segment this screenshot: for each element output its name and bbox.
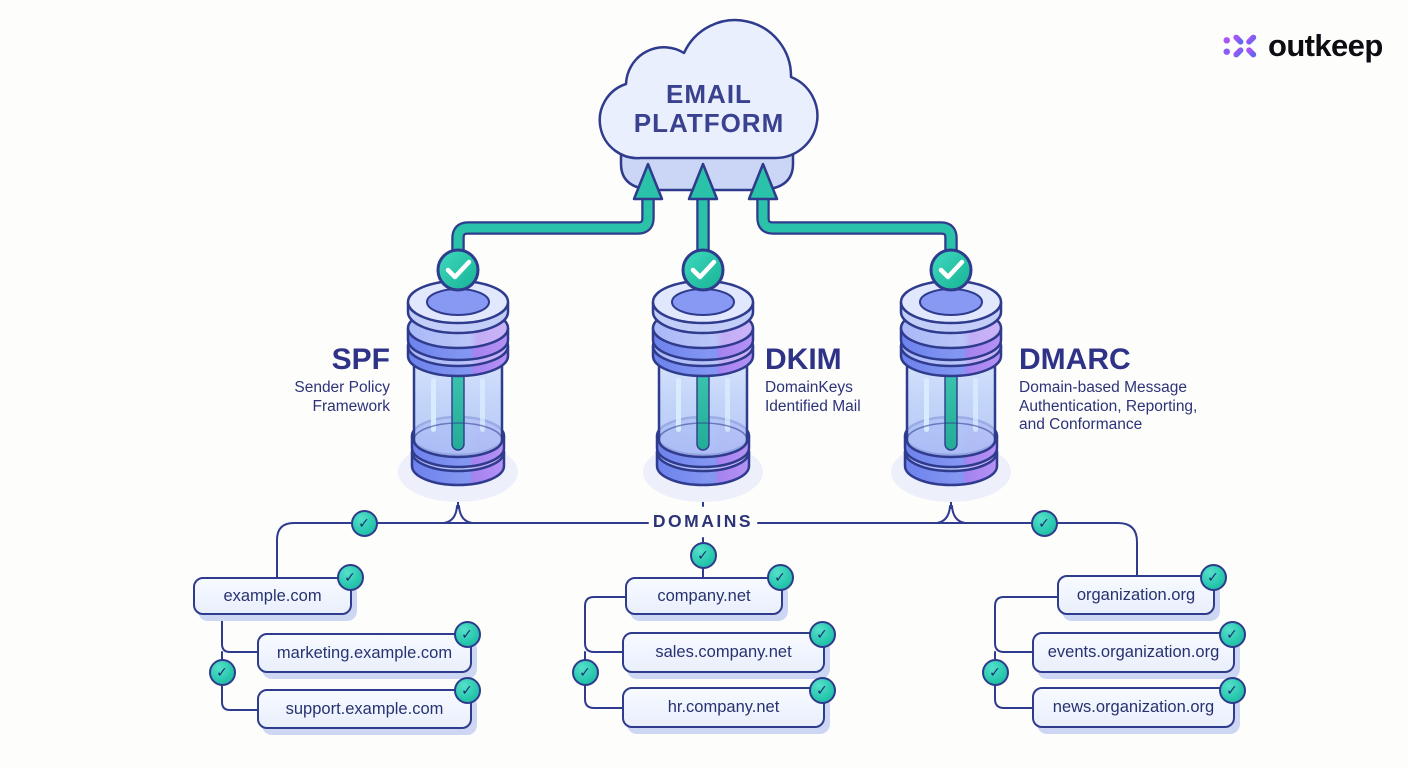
domain-box-events-organization: events.organization.org [1032, 632, 1235, 673]
check-icon: ✓ [1218, 676, 1246, 704]
domain-box-hr-company: hr.company.net [622, 687, 825, 728]
logo-wordmark: outkeep [1268, 28, 1383, 63]
check-icon: ✓ [1218, 620, 1246, 648]
domain-box-company: company.net [625, 577, 783, 615]
outkeep-logo: outkeep [1222, 26, 1383, 66]
check-icon: ✓ [453, 676, 481, 704]
check-icon: ✓ [336, 563, 364, 591]
check-icon: ✓ [808, 676, 836, 704]
email-platform-line2: PLATFORM [633, 108, 785, 138]
spf-database-cylinder [398, 250, 518, 502]
check-icon: ✓ [208, 658, 236, 686]
check-icon: ✓ [1199, 563, 1227, 591]
domain-box-example: example.com [193, 577, 352, 615]
domain-box-support-example: support.example.com [257, 689, 472, 729]
auth-arrows [451, 162, 958, 259]
check-icon: ✓ [571, 658, 599, 686]
spf-abbr: SPF [331, 343, 390, 376]
dmarc-full-name: Domain-based Message Authentication, Rep… [1019, 379, 1198, 433]
spf-label-block: SPF Sender Policy Framework [170, 344, 390, 416]
dmarc-abbr: DMARC [1019, 343, 1131, 376]
check-icon: ✓ [808, 620, 836, 648]
email-platform-cloud [598, 18, 819, 192]
spf-full-name: Sender Policy Framework [294, 379, 390, 415]
dkim-full-name: DomainKeys Identified Mail [765, 379, 861, 415]
check-icon: ✓ [1030, 509, 1058, 537]
domain-box-marketing-example: marketing.example.com [257, 633, 472, 673]
dkim-abbr: DKIM [765, 343, 842, 376]
check-icon: ✓ [981, 658, 1009, 686]
check-icon: ✓ [766, 563, 794, 591]
dmarc-label-block: DMARC Domain-based Message Authenticatio… [1019, 344, 1249, 435]
domain-box-sales-company: sales.company.net [622, 632, 825, 673]
email-platform-title: EMAIL PLATFORM [573, 80, 845, 138]
asterisk-burst-icon [1223, 28, 1257, 64]
check-icon: ✓ [350, 509, 378, 537]
check-icon: ✓ [453, 620, 481, 648]
email-platform-line1: EMAIL [666, 79, 752, 109]
dkim-label-block: DKIM DomainKeys Identified Mail [765, 344, 985, 416]
domain-box-organization: organization.org [1057, 575, 1215, 615]
check-icon: ✓ [689, 541, 717, 569]
domain-box-news-organization: news.organization.org [1032, 687, 1235, 728]
dkim-database-cylinder [643, 250, 763, 502]
domains-section-label: DOMAINS [652, 511, 754, 531]
